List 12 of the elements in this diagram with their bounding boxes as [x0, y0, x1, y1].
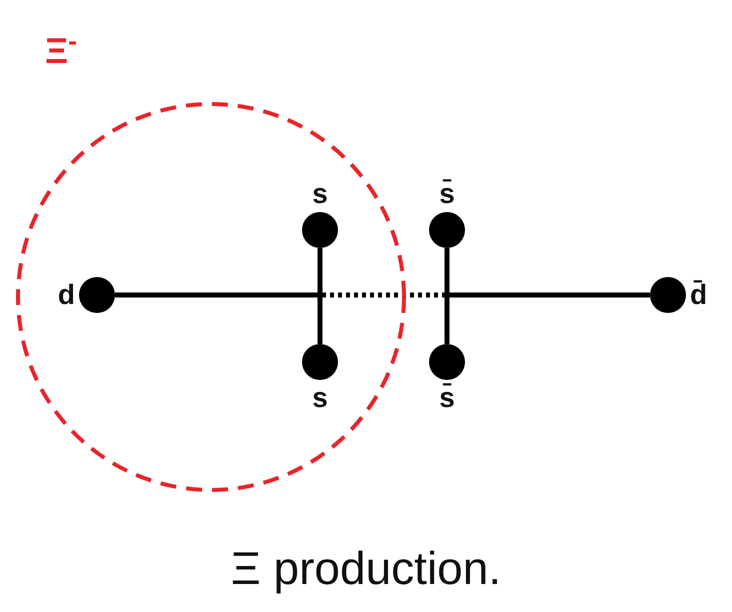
caption: Ξ production. — [230, 545, 502, 591]
string-line — [447, 292, 650, 298]
quark-label: s̄ — [439, 384, 455, 412]
quark-label: s — [312, 384, 328, 412]
quark-label: s — [312, 180, 328, 208]
quark-label: s̄ — [439, 180, 455, 208]
string-line — [318, 248, 322, 344]
quark-label: d̄ — [690, 281, 708, 309]
string-line — [115, 292, 320, 298]
particle-label: Ξ$^{-}$ — [45, 33, 78, 69]
quark-label: d — [58, 281, 75, 309]
string-line — [444, 248, 450, 344]
